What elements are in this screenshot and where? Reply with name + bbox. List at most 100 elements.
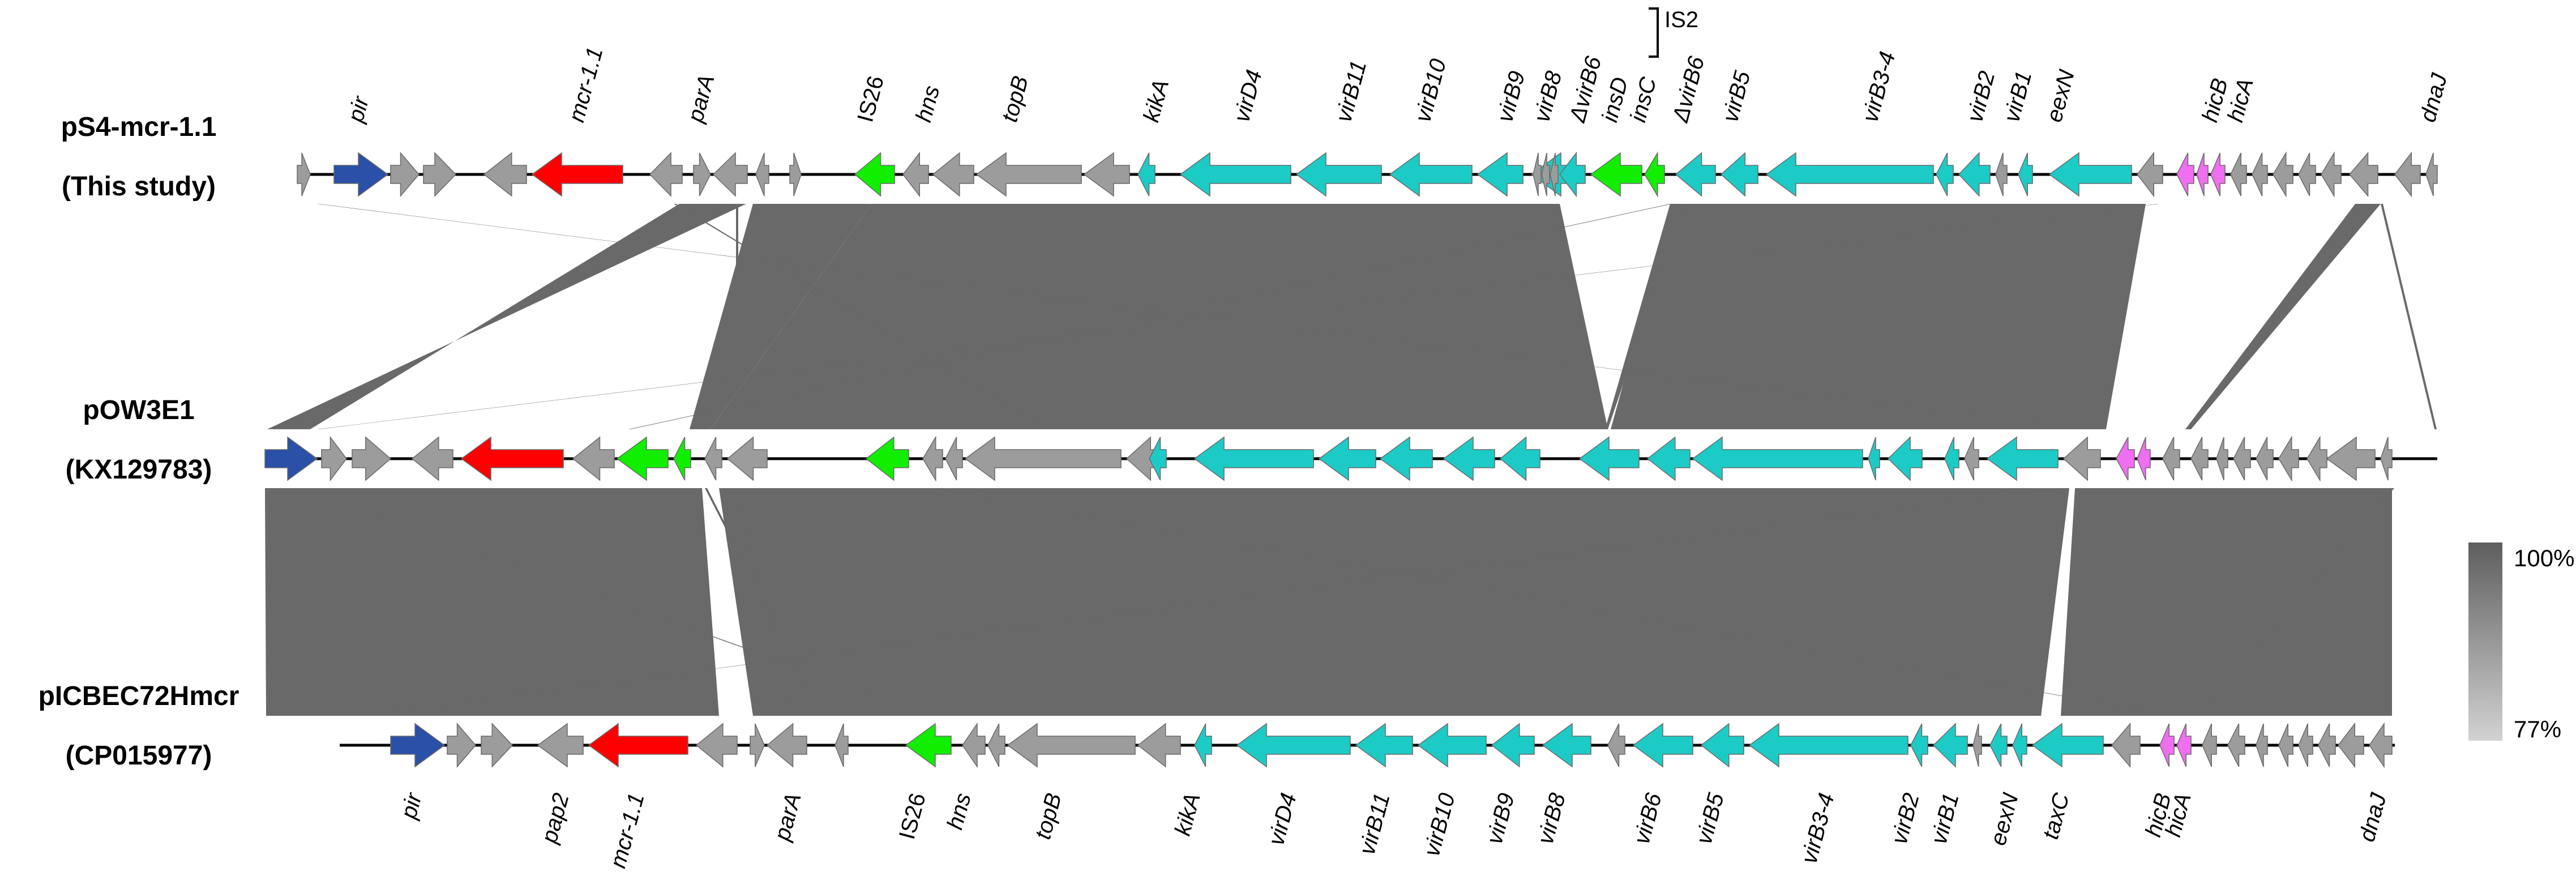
gene-arrow (2031, 723, 2104, 768)
homology-link (317, 204, 2159, 429)
gene-arrow (1944, 437, 1959, 481)
gene-arrow (1417, 723, 1487, 768)
top-gene-label: virB11 (1331, 58, 1371, 125)
homology-ribbons (265, 204, 2437, 716)
gene-arrow (2190, 437, 2209, 481)
gene-arrow (945, 437, 963, 481)
gene-arrow (2176, 723, 2192, 767)
top-gene-label: virB3-4 (1858, 49, 1900, 125)
gene-arrow (2159, 723, 2175, 767)
track-name: pS4-mcr-1.1 (61, 112, 217, 142)
gene-arrow (447, 722, 476, 768)
gene-arrow (1477, 152, 1524, 197)
gene-arrow (922, 435, 943, 482)
gene-arrow (1379, 436, 1433, 481)
gene-arrow (297, 152, 311, 196)
gene-arrow (1533, 152, 1542, 196)
identity-scale-bar (2468, 542, 2502, 741)
gene-arrow (1236, 723, 1351, 768)
homology-ribbon (719, 488, 2069, 716)
gene-arrow (390, 151, 420, 198)
gene-arrow (865, 436, 909, 481)
gene-arrow (750, 723, 765, 767)
gene-arrow (2278, 723, 2293, 767)
gene-arrow (1936, 152, 1954, 196)
gene-arrow (1179, 152, 1291, 197)
homology-ribbon (690, 204, 872, 429)
bottom-gene-label: kikA (1170, 791, 1205, 838)
gene-arrow (1578, 436, 1640, 481)
gene-arrow (755, 152, 769, 196)
gene-arrow (423, 152, 457, 197)
gene-arrow (1491, 723, 1535, 768)
gene-arrow (854, 152, 895, 197)
gene-arrow (1007, 723, 1136, 768)
gene-arrow (333, 152, 389, 197)
gene-arrow (2298, 152, 2316, 196)
gene-arrow (2252, 152, 2268, 196)
gene-arrow (1932, 723, 1968, 768)
gene-arrow (2012, 723, 2027, 767)
homology-link (362, 488, 2063, 716)
gene-arrow (572, 436, 615, 481)
track-accession: (CP015977) (66, 741, 212, 771)
gene-arrow (1590, 152, 1642, 197)
gene-arrow (964, 436, 1122, 481)
gene-arrow (2202, 723, 2217, 767)
gene-arrow (1646, 436, 1691, 481)
gene-arrow (2318, 723, 2336, 767)
top-gene-label: topB (997, 73, 1033, 125)
track-accession: (This study) (62, 172, 216, 202)
gene-arrow (2062, 436, 2101, 481)
homology-ribbon (2185, 204, 2381, 429)
gene-arrow (2369, 722, 2393, 768)
gene-arrow (1295, 152, 1382, 197)
gene-arrow (1550, 152, 1559, 196)
gene-arrow (1748, 723, 1909, 768)
is2-bracket (1649, 7, 1659, 58)
is2-label: IS2 (1664, 7, 1698, 32)
bottom-gene-label: taxC (2038, 790, 2074, 842)
gene-arrow (390, 723, 446, 768)
gene-arrow (321, 435, 347, 482)
gene-arrow (2116, 437, 2135, 481)
top-gene-label: IS26 (853, 73, 889, 125)
gene-arrow (537, 723, 584, 768)
gene-arrow (1137, 723, 1181, 768)
top-gene-label: virD4 (1229, 67, 1267, 125)
top-gene-label: virB1 (1999, 69, 2036, 125)
gene-arrow (2162, 437, 2180, 481)
bottom-gene-label: hns (942, 791, 975, 832)
bottom-gene-label: virB8 (1533, 790, 1571, 847)
gene-arrow (2230, 152, 2247, 196)
top-gene-label: dnaJ (2415, 70, 2452, 125)
gene-arrow (483, 152, 527, 197)
top-gene-label: virB5 (1718, 68, 1755, 125)
gene-arrow (902, 151, 929, 198)
homology-link (2197, 488, 2394, 716)
gene-arrow (1765, 152, 1934, 197)
gene-arrow (264, 436, 318, 481)
gene-arrow (1083, 152, 1130, 197)
gene-arrow (1607, 723, 1625, 767)
gene-arrow (1972, 723, 1982, 767)
gene-arrow (712, 152, 748, 197)
homology-link (736, 204, 738, 429)
gene-arrow (1355, 723, 1413, 768)
homology-link (934, 488, 2171, 716)
homology-ribbon (711, 204, 1608, 429)
gene-arrow (726, 436, 768, 481)
scale-min-label: 77% (2514, 716, 2561, 742)
gene-arrow (2196, 152, 2209, 196)
top-gene-label: pir (343, 93, 374, 125)
gene-arrow (2326, 436, 2376, 481)
gene-arrow (673, 437, 691, 481)
homology-ribbon (1611, 204, 2146, 429)
gene-arrow (1443, 436, 1495, 481)
gene-arrow (616, 436, 669, 481)
gene-arrow (704, 437, 722, 481)
homology-link (317, 204, 2086, 429)
track-name: pOW3E1 (83, 395, 194, 425)
gene-arrow (2338, 722, 2364, 768)
